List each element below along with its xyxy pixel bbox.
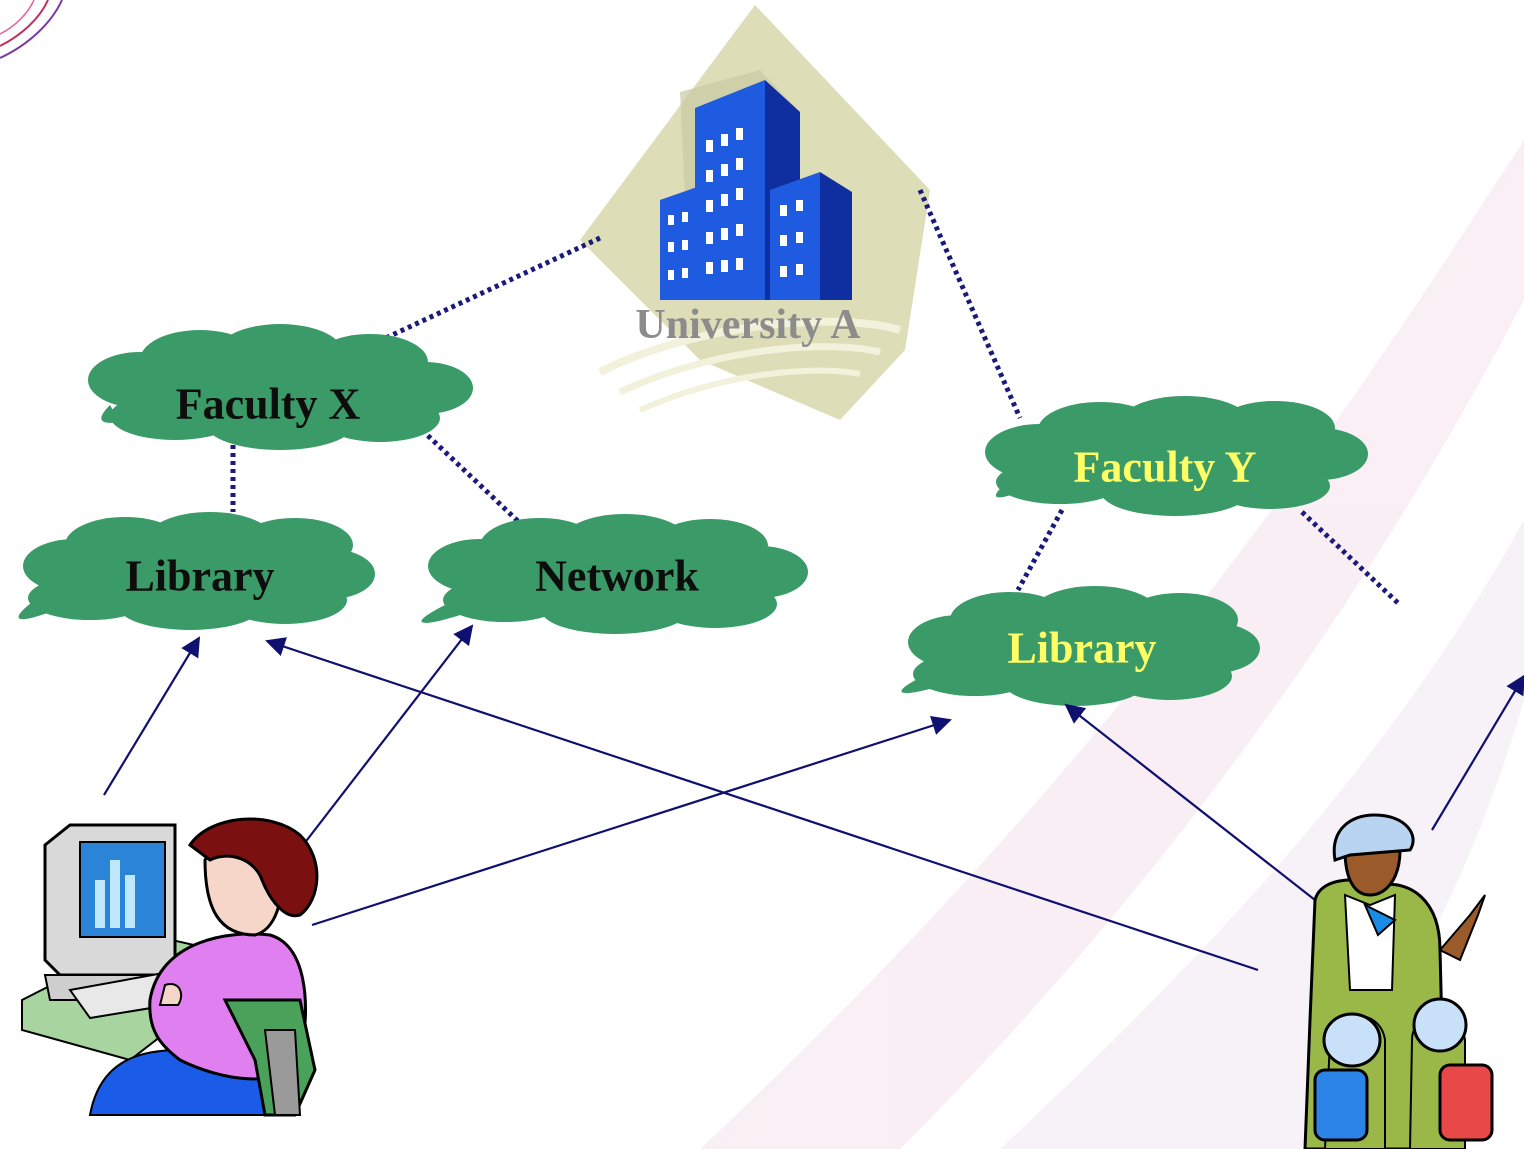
hierarchy-links bbox=[230, 188, 1402, 607]
faculty-x-library-label: Library bbox=[125, 551, 275, 601]
corner-logo-arcs bbox=[0, 0, 63, 59]
faculty-x-library-cloud bbox=[18, 512, 375, 630]
faculty-y-library-label: Library bbox=[1007, 623, 1157, 673]
university-a-label: University A bbox=[635, 302, 861, 348]
faculty-x-label: Faculty X bbox=[175, 379, 361, 429]
university-building-icon bbox=[580, 5, 930, 420]
faculty-y-cloud bbox=[985, 396, 1368, 516]
faculty-y-label: Faculty Y bbox=[1073, 442, 1257, 492]
faculty-y-library-cloud bbox=[901, 586, 1260, 706]
access-arrows bbox=[103, 624, 1524, 972]
faculty-x-network-label: Network bbox=[535, 551, 699, 601]
user-at-computer-icon bbox=[21, 817, 319, 1117]
faculty-x-network-cloud bbox=[421, 514, 808, 634]
guide-with-students-icon bbox=[1303, 813, 1494, 1149]
faculty-x-cloud bbox=[88, 324, 473, 450]
